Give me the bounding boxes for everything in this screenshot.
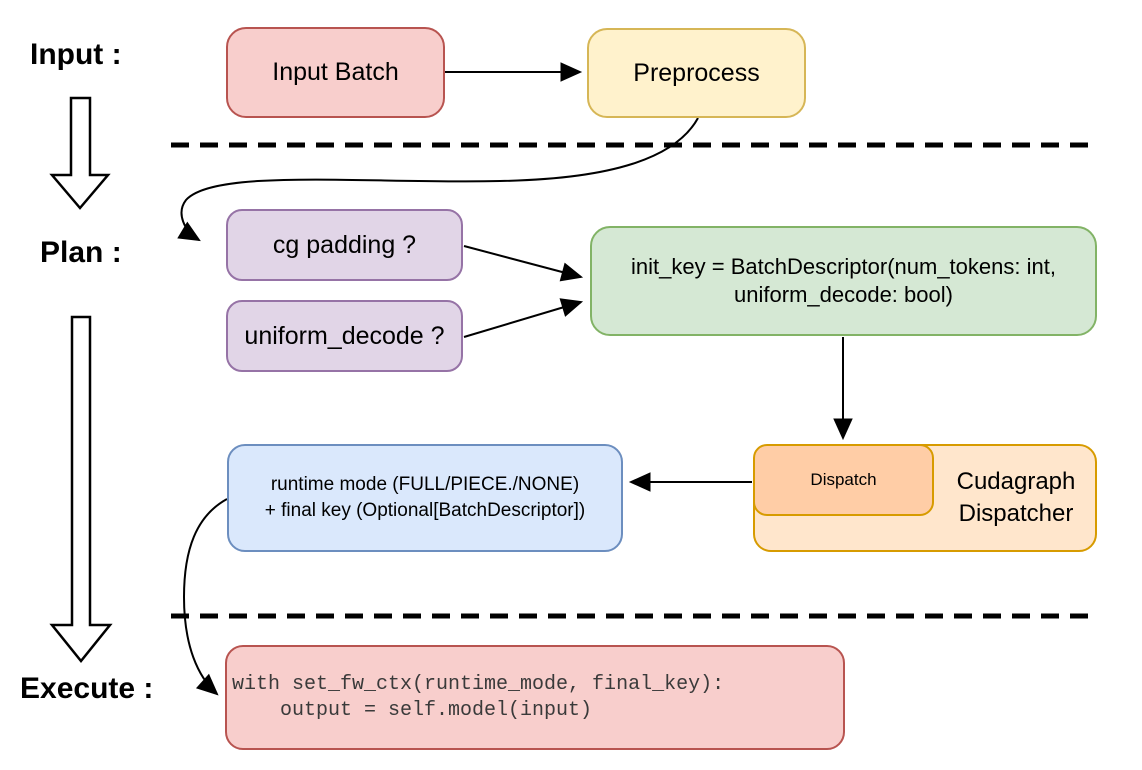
node-input-batch-label: Input Batch: [272, 58, 399, 86]
node-cudagraph-dispatcher-label: Cudagraph Dispatcher: [956, 468, 1076, 527]
node-cg-padding-label: cg padding ?: [272, 230, 417, 259]
code-line2: output = self.model(input): [232, 698, 593, 722]
arrow-uniformdecode-to-initkey: [463, 298, 584, 338]
node-preprocess: Preprocess: [587, 28, 806, 118]
node-cg-padding: cg padding ?: [226, 209, 463, 281]
node-uniform-decode-label: uniform_decode ?: [244, 321, 445, 350]
stage-arrow-input-to-plan: [49, 96, 111, 210]
node-runtime-result: runtime mode (FULL/PIECE./NONE) + final …: [227, 444, 623, 552]
node-dispatch-label: Dispatch: [810, 470, 877, 489]
node-input-batch: Input Batch: [226, 27, 445, 118]
node-init-key-line2: uniform_decode: bool): [734, 282, 953, 307]
node-dispatch: Dispatch: [753, 444, 934, 516]
stage-arrow-plan-to-execute: [49, 315, 113, 663]
arrow-runtime-to-code: [182, 498, 228, 696]
node-execute-code: with set_fw_ctx(runtime_mode, final_key)…: [225, 645, 845, 750]
node-init-key-line1: init_key = BatchDescriptor(num_tokens: i…: [631, 254, 1056, 279]
node-runtime-line2: + final key (Optional[BatchDescriptor]): [264, 500, 586, 521]
code-line1: with set_fw_ctx(runtime_mode, final_key)…: [232, 672, 725, 696]
node-init-key: init_key = BatchDescriptor(num_tokens: i…: [590, 226, 1097, 336]
node-runtime-line1: runtime mode (FULL/PIECE./NONE): [270, 474, 580, 495]
stage-label-plan: Plan :: [40, 236, 122, 269]
stage-label-execute: Execute :: [20, 672, 154, 705]
stage-label-input: Input :: [30, 38, 122, 71]
arrow-preprocess-to-cgpadding: [177, 117, 699, 242]
arrow-cgpadding-to-initkey: [463, 245, 584, 282]
node-preprocess-label: Preprocess: [633, 58, 760, 87]
node-uniform-decode: uniform_decode ?: [226, 300, 463, 372]
